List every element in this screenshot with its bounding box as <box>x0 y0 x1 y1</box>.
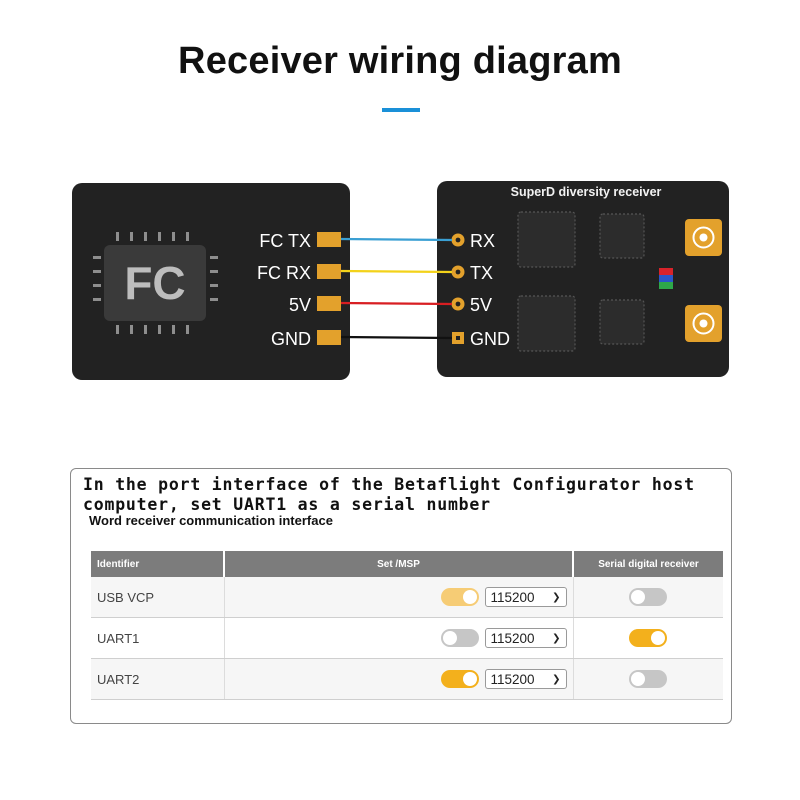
fc-pin-label-rx: FC RX <box>257 263 311 283</box>
panel-heading: In the port interface of the Betaflight … <box>83 475 695 514</box>
fc-pin-label-gnd: GND <box>271 329 311 349</box>
row-msp-cell: 115200 ❯ <box>224 577 574 618</box>
baud-value: 115200 <box>490 671 535 687</box>
baud-select[interactable]: 115200 ❯ <box>484 628 567 648</box>
fc-pin-label-5v: 5V <box>289 295 311 315</box>
row-msp-cell: 115200 ❯ <box>224 617 574 659</box>
column-serial-rx: Serial digital receiver <box>573 551 723 577</box>
row-msp-cell: 115200 ❯ <box>224 658 574 700</box>
msp-toggle[interactable] <box>440 588 479 606</box>
row-identifier: USB VCP <box>91 577 225 618</box>
antenna-connectors <box>685 219 722 342</box>
serial-rx-toggle[interactable] <box>629 629 668 647</box>
receiver-board <box>437 181 729 377</box>
receiver-pin-label-rx: RX <box>470 231 495 251</box>
fc-chip-label: FC <box>124 257 185 309</box>
title-underline <box>382 108 420 112</box>
receiver-pin-label-gnd: GND <box>470 329 510 349</box>
fc-pin-label-tx: FC TX <box>259 231 311 251</box>
table-row: UART1 115200 ❯ <box>91 617 723 659</box>
status-led <box>659 268 673 289</box>
chevron-down-icon: ❯ <box>552 632 561 644</box>
betaflight-ports-panel: In the port interface of the Betaflight … <box>70 468 732 724</box>
row-serial-rx-cell <box>573 577 723 618</box>
receiver-pin-label-5v: 5V <box>470 295 492 315</box>
wire-5v <box>340 301 453 306</box>
row-serial-rx-cell <box>573 658 723 700</box>
page-title: Receiver wiring diagram <box>178 40 622 82</box>
wire-gnd <box>340 335 453 340</box>
baud-value: 115200 <box>490 630 535 646</box>
serial-rx-toggle[interactable] <box>629 670 668 688</box>
wiring-diagram: FC FC TX FC RX 5V GND SuperD diversity r… <box>72 181 729 380</box>
ports-table: Identifier Set /MSP Serial digital recei… <box>91 551 723 700</box>
receiver-pads <box>451 233 465 344</box>
receiver-chips <box>517 211 645 352</box>
wire-rx-tx <box>340 269 453 274</box>
row-identifier: UART1 <box>91 617 225 659</box>
panel-subheading: Word receiver communication interface <box>89 513 333 528</box>
table-row: USB VCP 115200 ❯ <box>91 577 723 618</box>
row-serial-rx-cell <box>573 617 723 659</box>
serial-rx-toggle[interactable] <box>629 588 668 606</box>
wire-tx-rx <box>340 237 453 242</box>
row-identifier: UART2 <box>91 658 225 700</box>
receiver-title: SuperD diversity receiver <box>511 185 662 199</box>
msp-toggle[interactable] <box>440 629 479 647</box>
fc-pads <box>317 232 341 345</box>
msp-toggle[interactable] <box>440 670 479 688</box>
fc-chip: FC <box>93 232 218 334</box>
baud-value: 115200 <box>490 589 535 605</box>
column-msp: Set /MSP <box>224 551 574 577</box>
fc-board <box>72 183 350 380</box>
receiver-pin-label-tx: TX <box>470 263 493 283</box>
table-row: UART2 115200 ❯ <box>91 658 723 700</box>
column-identifier: Identifier <box>91 551 225 577</box>
chevron-down-icon: ❯ <box>552 591 561 603</box>
chevron-down-icon: ❯ <box>552 673 561 685</box>
baud-select[interactable]: 115200 ❯ <box>484 587 567 607</box>
baud-select[interactable]: 115200 ❯ <box>484 669 567 689</box>
